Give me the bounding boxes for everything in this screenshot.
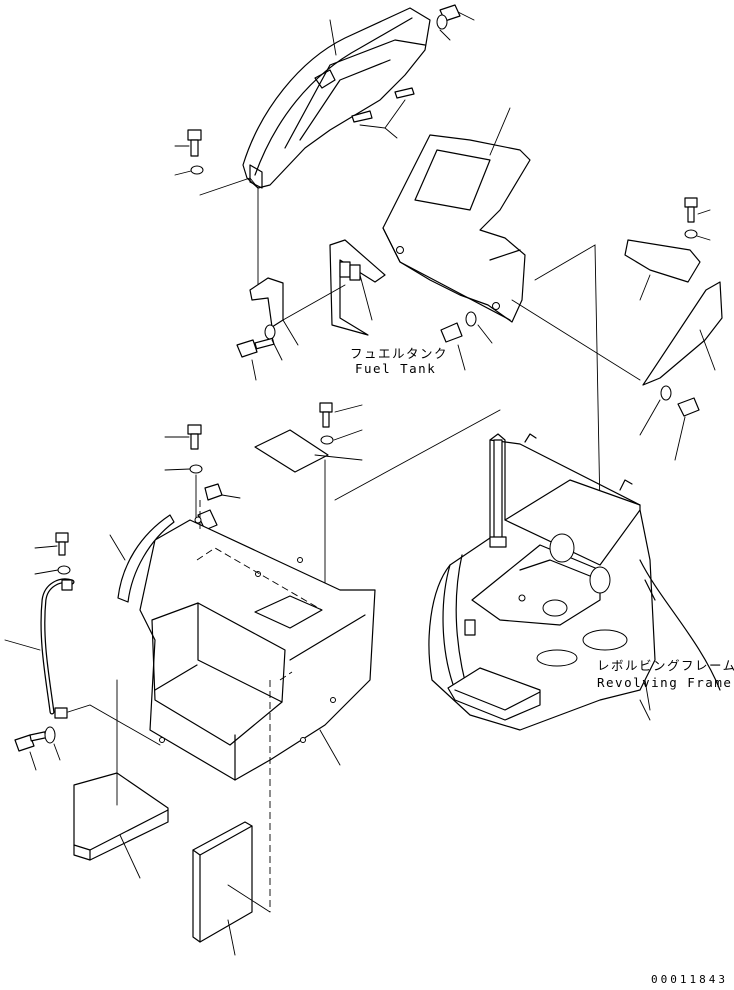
right-bolts: [440, 311, 493, 371]
large-top-cover: [382, 107, 531, 323]
fuel-tank: [139, 516, 376, 781]
tank-pad-rectangle: [192, 680, 271, 956]
upper-curved-cover: [242, 7, 431, 189]
pipe-leader: [67, 704, 161, 746]
tank-bracket: [236, 277, 299, 381]
small-clip-part: [624, 197, 711, 301]
revolving-frame: [428, 433, 721, 731]
right-leader-1: [511, 299, 641, 381]
tank-hidden-lines: [196, 500, 323, 681]
upper-leader: [199, 177, 259, 291]
fuel-tank-label-en: Fuel Tank: [355, 361, 437, 376]
tank-bolt-stack: [164, 424, 241, 542]
drain-pipe: [4, 532, 75, 719]
upper-bolts: [174, 4, 475, 176]
fuel-tank-label-jp: フュエルタンク: [350, 346, 449, 361]
tank-pad-triangle: [73, 679, 169, 879]
cover-plate: [254, 402, 363, 591]
upper-cover-clips: [351, 87, 415, 139]
fuel-tank-side: [282, 239, 386, 336]
right-leader-2: [534, 244, 601, 511]
pipe-bolt: [14, 726, 61, 771]
revolving-frame-label-en: Revolving Frame: [597, 675, 733, 690]
side-panel-right: [639, 281, 723, 461]
mid-leader: [334, 409, 501, 501]
drawing-number: 00011843: [651, 973, 728, 986]
revolving-frame-label-jp: レボルビングフレーム: [597, 658, 734, 673]
seal-strip: [109, 514, 175, 603]
